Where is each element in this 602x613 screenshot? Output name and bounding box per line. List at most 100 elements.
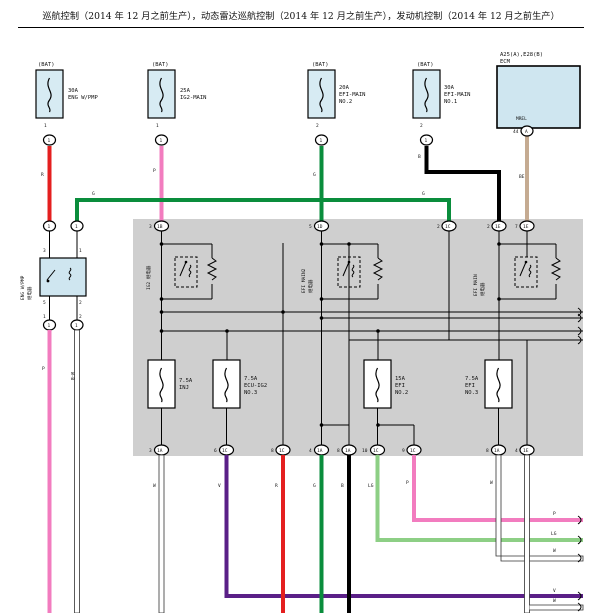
fuse-name: EFI-MAIN <box>339 92 366 98</box>
fuse-ig2-main: (BAT) 25A IG2-MAIN <box>147 62 207 119</box>
svg-text:1E: 1E <box>495 224 501 230</box>
wire-label-v: V <box>218 483 221 489</box>
bus-continuation-arcs <box>577 307 582 345</box>
wire-label-lg: LG <box>368 483 374 489</box>
pin-number: 2 <box>420 123 423 129</box>
svg-text:1A: 1A <box>345 448 351 454</box>
svg-text:1: 1 <box>425 138 428 144</box>
right-label-lg: LG <box>551 531 557 537</box>
fuse-efi-main-no2: (BAT) 20A EFI-MAIN NO.2 <box>307 62 366 119</box>
fuse-amp: 25A <box>180 88 191 94</box>
page-title: 巡航控制（2014 年 12 月之前生产），动态雷达巡航控制（2014 年 12… <box>42 11 560 22</box>
svg-text:NO.3: NO.3 <box>465 390 478 396</box>
svg-text:1: 1 <box>48 138 51 144</box>
svg-text:INJ: INJ <box>179 385 189 391</box>
fuse-ecu-ig2-no3: 7.5A ECU-IG2 NO.3 <box>212 359 267 409</box>
pin-number: 1 <box>44 123 47 129</box>
ecm-module: A25(A),E28(B) ECM MREL <box>496 52 581 129</box>
svg-text:7: 7 <box>515 224 518 230</box>
fuse-amp: 30A <box>68 88 79 94</box>
svg-text:10: 10 <box>362 448 368 454</box>
svg-text:3: 3 <box>149 448 152 454</box>
bat-label: (BAT) <box>38 62 55 68</box>
wire-label-g-right: G <box>422 191 425 197</box>
pin-number: 2 <box>316 123 319 129</box>
fuse-name: ENG W/PMP <box>68 95 98 101</box>
svg-text:44: 44 <box>513 129 519 135</box>
box-upper-connectors: 3 1B 5 1D 2 1C 2 1E 7 1E <box>149 220 535 232</box>
svg-text:1E: 1E <box>523 448 529 454</box>
svg-text:1: 1 <box>48 224 51 230</box>
wire-label-b2: B <box>341 483 344 489</box>
relay-efi-main2: EFI MAIN2 继电器 <box>301 256 384 293</box>
svg-text:1: 1 <box>79 248 82 254</box>
svg-text:1A: 1A <box>494 448 500 454</box>
fuse-eng-wpmp: (BAT) 30A ENG W/PMP <box>35 62 98 119</box>
svg-text:7.5A: 7.5A <box>179 378 193 384</box>
svg-text:1: 1 <box>160 138 163 144</box>
wire-label-b: B <box>418 154 421 160</box>
svg-text:1: 1 <box>320 138 323 144</box>
title-underline <box>18 27 584 28</box>
right-label-v: V <box>553 588 556 594</box>
svg-text:NO.2: NO.2 <box>395 390 408 396</box>
svg-text:1C: 1C <box>373 448 379 454</box>
ecm-ref: A25(A),E28(B) <box>500 52 543 58</box>
svg-text:1A: 1A <box>317 448 323 454</box>
wire-label-g: G <box>313 172 316 178</box>
right-label-w2: W <box>553 598 556 604</box>
bat-label: (BAT) <box>417 62 434 68</box>
svg-text:EFI: EFI <box>395 383 405 389</box>
svg-text:3: 3 <box>149 224 152 230</box>
svg-text:2: 2 <box>487 224 490 230</box>
svg-text:EFI: EFI <box>465 383 475 389</box>
wire-label-p: P <box>153 168 156 174</box>
box-lower-connectors: 3 1A 6 1C 8 1C 4 1A 8 1A 10 1C 9 1C 8 1A… <box>149 444 535 456</box>
relay-efi-main: EFI MAIN 继电器 <box>473 256 562 296</box>
svg-text:4: 4 <box>309 448 312 454</box>
wire-label-r2: R <box>275 483 278 489</box>
wire-label-p2: P <box>406 480 409 486</box>
wire-label-w2: W <box>490 480 493 486</box>
fuse-name: IG2-MAIN <box>180 95 207 101</box>
top-connectors: 1 1 1 1 44 A <box>42 125 534 146</box>
fuse-efi-main-no1: (BAT) 30A EFI-MAIN NO.1 <box>412 62 471 119</box>
bat-label: (BAT) <box>312 62 329 68</box>
svg-text:1: 1 <box>75 224 78 230</box>
svg-text:IG2 继电器: IG2 继电器 <box>145 265 152 290</box>
svg-text:5: 5 <box>43 300 46 306</box>
ecm-name: ECM <box>500 59 511 65</box>
svg-text:8: 8 <box>337 448 340 454</box>
svg-text:1: 1 <box>75 323 78 329</box>
svg-text:9: 9 <box>402 448 405 454</box>
svg-text:继电器: 继电器 <box>479 282 486 296</box>
fuse-inj: 7.5A INJ <box>147 359 193 409</box>
svg-text:1C: 1C <box>222 448 228 454</box>
svg-text:4: 4 <box>515 448 518 454</box>
wire-label-wb: W-B <box>69 372 75 380</box>
ecm-pin-label: MREL <box>516 116 527 122</box>
svg-text:3: 3 <box>43 248 46 254</box>
svg-text:1E: 1E <box>523 224 529 230</box>
svg-text:8: 8 <box>271 448 274 454</box>
fuse-sub: NO.2 <box>339 99 352 105</box>
wire-label-r: R <box>41 172 44 178</box>
right-label-p: P <box>553 511 556 517</box>
svg-text:7.5A: 7.5A <box>465 376 479 382</box>
wire-label-w: W <box>153 483 156 489</box>
svg-text:2: 2 <box>79 300 82 306</box>
relay-ig2: IG2 继电器 <box>145 256 218 290</box>
svg-text:8: 8 <box>486 448 489 454</box>
svg-text:1: 1 <box>48 323 51 329</box>
fuse-efi-no3: 7.5A EFI NO.3 <box>465 359 513 409</box>
svg-text:A: A <box>525 129 528 135</box>
fuse-amp: 20A <box>339 85 350 91</box>
svg-text:5: 5 <box>309 224 312 230</box>
eng-wpmp-relay: 1 1 3 1 5 2 ENG W/PMP 继电器 1 1 1 2 <box>20 220 87 331</box>
wire-label-g2: G <box>313 483 316 489</box>
svg-text:继电器: 继电器 <box>26 286 33 300</box>
wire-label-be: BE <box>519 174 525 180</box>
fuse-amp: 30A <box>444 85 455 91</box>
pin-number: 1 <box>156 123 159 129</box>
